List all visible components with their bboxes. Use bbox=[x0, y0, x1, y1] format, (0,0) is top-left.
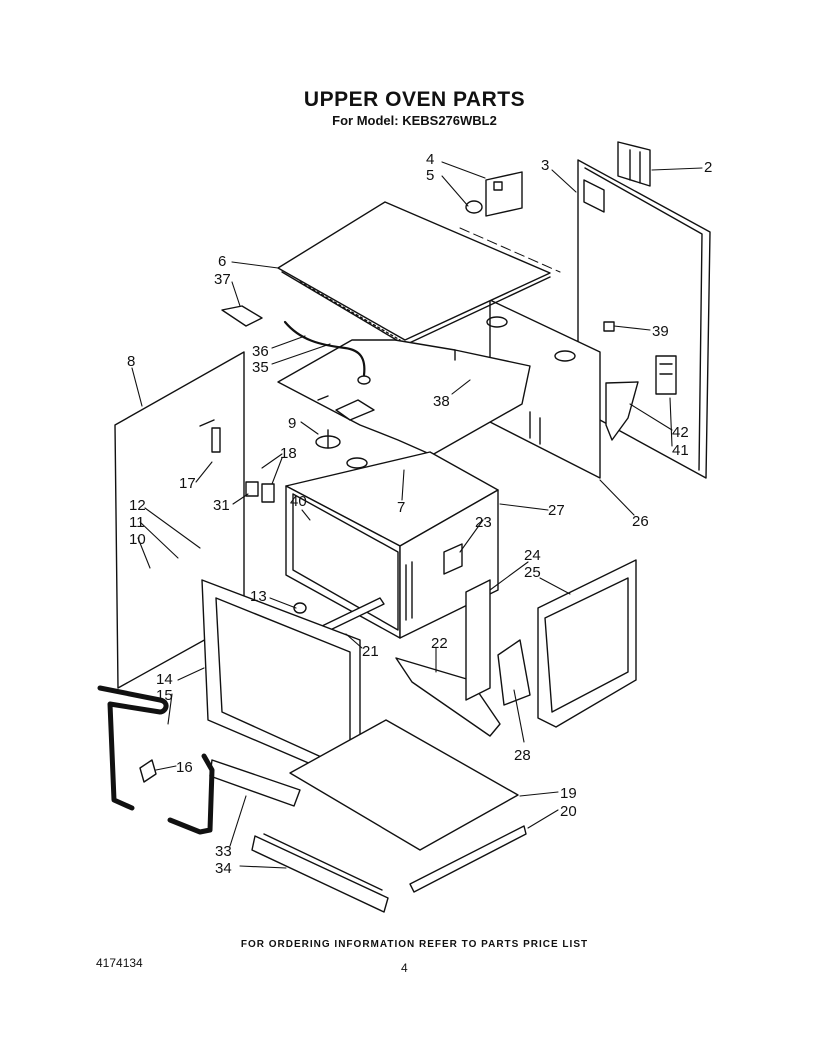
rear-panel bbox=[577, 141, 711, 479]
callout-7: 7 bbox=[397, 499, 405, 516]
callout-35: 35 bbox=[252, 359, 269, 376]
callout-3: 3 bbox=[541, 157, 549, 174]
callout-17: 17 bbox=[179, 475, 196, 492]
broil-element bbox=[221, 305, 371, 385]
callout-15: 15 bbox=[156, 687, 173, 704]
callout-26: 26 bbox=[632, 513, 649, 530]
callout-33: 33 bbox=[215, 843, 232, 860]
callout-27: 27 bbox=[548, 502, 565, 519]
callout-13: 13 bbox=[250, 588, 267, 605]
callout-20: 20 bbox=[560, 803, 577, 820]
callout-9: 9 bbox=[288, 415, 296, 432]
model-subtitle: For Model: KEBS276WBL2 bbox=[332, 113, 497, 128]
callout-31: 31 bbox=[213, 497, 230, 514]
top-plate bbox=[277, 201, 561, 346]
oven-liner bbox=[285, 429, 499, 639]
callout-19: 19 bbox=[560, 785, 577, 802]
callout-25: 25 bbox=[524, 564, 541, 581]
document-number: 4174134 bbox=[96, 956, 143, 970]
door-gasket bbox=[97, 685, 215, 835]
callout-numbers: 2 3 4 5 6 37 36 35 39 8 38 9 42 41 18 17… bbox=[127, 151, 712, 877]
bottom-panel bbox=[289, 657, 527, 893]
callout-21: 21 bbox=[362, 643, 379, 660]
callout-6: 6 bbox=[218, 253, 226, 270]
callout-10: 10 bbox=[129, 531, 146, 548]
vent-trim bbox=[209, 759, 389, 913]
callout-24: 24 bbox=[524, 547, 541, 564]
callout-11: 11 bbox=[129, 514, 145, 531]
page-title: UPPER OVEN PARTS bbox=[303, 88, 526, 111]
callout-38: 38 bbox=[433, 393, 450, 410]
callout-42: 42 bbox=[672, 424, 689, 441]
side-trim bbox=[465, 559, 637, 728]
callout-12: 12 bbox=[129, 497, 146, 514]
callout-5: 5 bbox=[426, 167, 434, 184]
callout-16: 16 bbox=[176, 759, 193, 776]
callout-41: 41 bbox=[672, 442, 689, 459]
page-number: 4 bbox=[401, 961, 408, 975]
heat-shield bbox=[277, 339, 531, 456]
callout-40: 40 bbox=[290, 493, 307, 510]
callout-18: 18 bbox=[280, 445, 297, 462]
callout-37: 37 bbox=[214, 271, 231, 288]
ordering-note: FOR ORDERING INFORMATION REFER TO PARTS … bbox=[240, 939, 589, 950]
top-bracket bbox=[465, 171, 523, 217]
front-frame bbox=[201, 579, 361, 786]
callout-14: 14 bbox=[156, 671, 173, 688]
callout-28: 28 bbox=[514, 747, 531, 764]
callout-36: 36 bbox=[252, 343, 269, 360]
callout-23: 23 bbox=[475, 514, 492, 531]
callout-4: 4 bbox=[426, 151, 434, 168]
callout-2: 2 bbox=[704, 159, 712, 176]
callout-8: 8 bbox=[127, 353, 135, 370]
callout-39: 39 bbox=[652, 323, 669, 340]
side-panel-right bbox=[486, 299, 601, 479]
callout-34: 34 bbox=[215, 860, 232, 877]
callout-22: 22 bbox=[431, 635, 448, 652]
leader-lines bbox=[131, 161, 703, 869]
